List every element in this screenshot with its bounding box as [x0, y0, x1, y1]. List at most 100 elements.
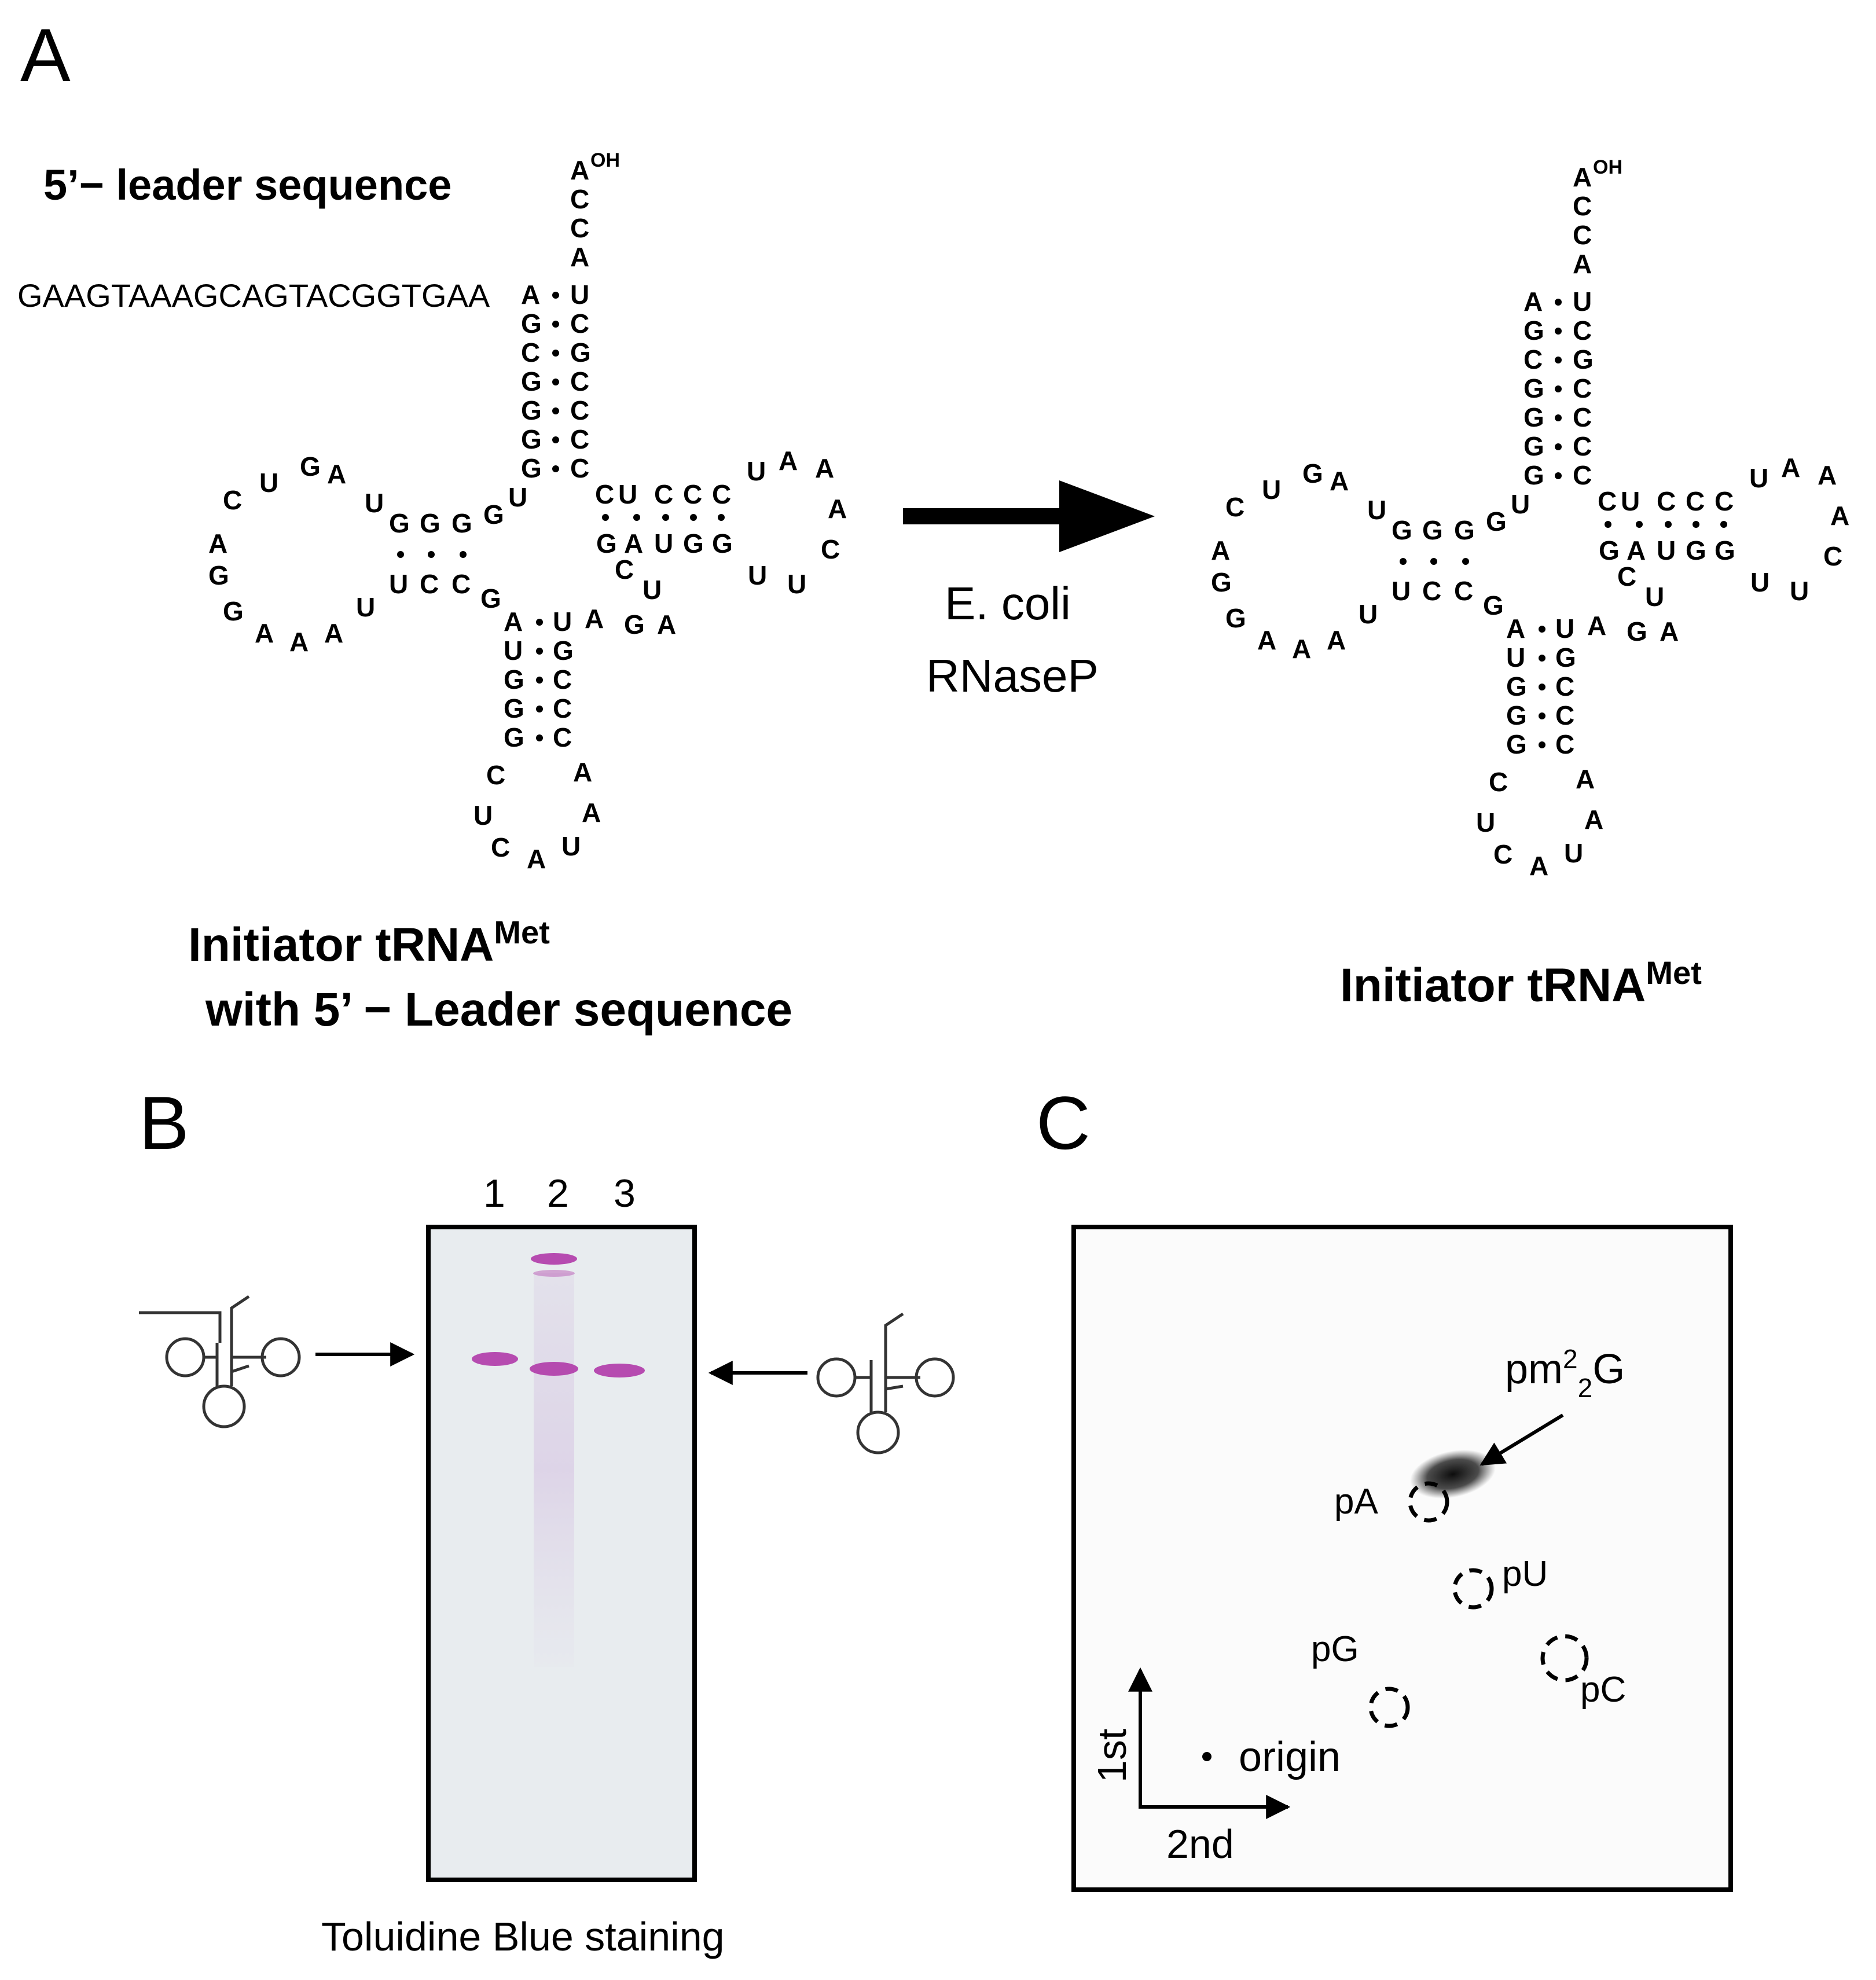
tlc-plate: [1071, 1225, 1733, 1892]
nt: C: [451, 569, 471, 599]
main-spot-label-1: pm: [1505, 1346, 1563, 1393]
nt: A: [573, 757, 592, 787]
trna-left-structure: A OH C C A A G C G G G G U C G C C C C: [208, 149, 847, 874]
nt: C: [420, 569, 439, 599]
spot-pg-marker: [1368, 1687, 1410, 1728]
nt: U: [787, 569, 806, 599]
nt: A: [1330, 466, 1349, 496]
nt: G: [521, 453, 542, 483]
spot-label-pc: pC: [1580, 1670, 1626, 1710]
nt: U: [259, 468, 278, 498]
nt: C: [1555, 729, 1574, 759]
left-caption-text: Initiator tRNA: [188, 919, 494, 971]
nt: U: [747, 456, 766, 486]
nt: A: [1573, 249, 1592, 279]
terminus-nt: A: [570, 155, 589, 185]
nt: G: [521, 395, 542, 425]
nt: C: [595, 479, 614, 509]
nt: C: [683, 479, 702, 509]
nt: C: [553, 693, 572, 723]
nt: G: [1454, 515, 1475, 545]
nt: G: [480, 583, 501, 614]
nt: G: [389, 508, 410, 538]
nt: C: [1657, 486, 1676, 516]
nt: A: [1830, 501, 1849, 531]
nt: A: [657, 609, 676, 640]
nt: G: [1627, 616, 1647, 646]
nt: U: [1749, 463, 1768, 493]
main-spot-label: pm22G: [1505, 1344, 1625, 1403]
nt: C: [223, 485, 242, 515]
nt: A: [779, 446, 798, 476]
nt: U: [1392, 576, 1411, 606]
nt: C: [1715, 486, 1734, 516]
nt: U: [570, 280, 589, 310]
lane-2-smear: [534, 1273, 574, 1667]
gel-caption: Toluidine Blue staining: [321, 1914, 725, 1959]
panel-label-a: A: [20, 13, 71, 97]
nt: G: [1523, 402, 1544, 432]
nt: A: [1818, 460, 1837, 490]
nt: G: [596, 528, 617, 559]
nt: A: [1584, 805, 1603, 835]
nt: G: [712, 528, 733, 559]
nt: A: [255, 618, 274, 648]
nt: G: [1555, 642, 1576, 673]
nt: G: [521, 308, 542, 339]
nt: U: [1790, 576, 1809, 606]
left-caption-line1: Initiator tRNAMet: [188, 914, 550, 971]
nt: G: [1506, 700, 1527, 730]
nt: A: [1292, 634, 1311, 664]
nt: U: [643, 575, 662, 605]
right-caption-superscript: Met: [1646, 954, 1701, 991]
nt: U: [1506, 642, 1525, 673]
nt: U: [504, 635, 523, 666]
nt: G: [451, 508, 472, 538]
nt: U: [1555, 614, 1574, 644]
nt: A: [208, 528, 227, 559]
spot-pu-marker: [1452, 1568, 1494, 1610]
main-spot-label-2: G: [1592, 1346, 1625, 1393]
nt: G: [504, 722, 524, 752]
nt: U: [365, 488, 384, 518]
nt: A: [1576, 764, 1595, 794]
left-caption-superscript: Met: [494, 914, 549, 950]
nt: U: [1621, 486, 1640, 516]
nt: G: [1483, 590, 1504, 620]
nt: G: [521, 424, 542, 454]
nt: C: [654, 479, 673, 509]
spot-label-pu: pU: [1502, 1554, 1548, 1594]
nt: U: [553, 607, 572, 637]
nt: A: [1529, 851, 1548, 881]
nt: G: [1422, 515, 1443, 545]
nt: G: [1225, 603, 1246, 633]
nt: C: [491, 832, 510, 862]
spot-label-pa: pA: [1334, 1482, 1378, 1522]
nt: A: [527, 844, 546, 874]
nt: C: [1454, 576, 1473, 606]
nt: C: [1523, 344, 1543, 374]
tail-3-prime: C C A: [570, 184, 589, 272]
nt: G: [570, 337, 591, 368]
nt: G: [483, 499, 504, 530]
lane-label-1: 1: [483, 1171, 505, 1215]
main-spot-arrow: [1479, 1413, 1564, 1466]
lane-2-top-band-faint: [533, 1270, 575, 1277]
panel-label-b: B: [139, 1081, 189, 1165]
nt: G: [1211, 567, 1232, 597]
arrow-label-enzyme: RNaseP: [926, 650, 1099, 701]
nt: G: [1715, 535, 1735, 565]
acceptor-stem: A G C G G G G U C G C C C C: [521, 280, 591, 483]
nt: C: [1598, 486, 1617, 516]
nt: U: [1511, 489, 1530, 519]
nt: G: [683, 528, 704, 559]
nt: G: [420, 508, 440, 538]
nt: A: [1211, 535, 1230, 565]
nt: A: [815, 453, 834, 483]
terminus-oh: OH: [1593, 156, 1622, 178]
nt: G: [624, 609, 645, 640]
nt: C: [1573, 431, 1592, 461]
nt: G: [1506, 729, 1527, 759]
axis-2nd-label: 2nd: [1166, 1821, 1234, 1867]
